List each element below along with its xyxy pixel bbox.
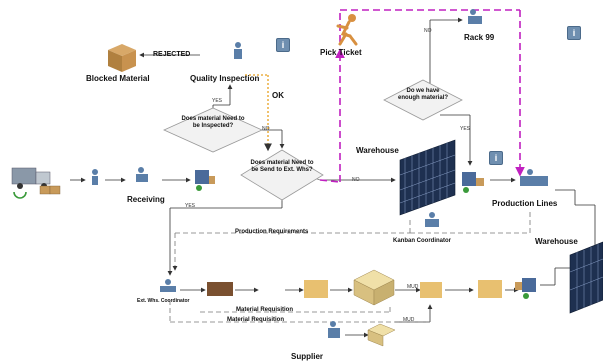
edge-mud-1: MUD [407, 284, 419, 290]
warehouse-rack-right [569, 241, 603, 314]
pick-ticket-path [319, 9, 525, 183]
edge-yes-3: YES [460, 126, 471, 132]
info-icon-production[interactable]: i [489, 151, 503, 165]
edge-no-3: NO [424, 28, 432, 34]
material-boxes [207, 280, 502, 298]
truck-icon [11, 167, 61, 199]
edge-mud-2: MUD [403, 317, 415, 323]
ok-path [245, 74, 272, 152]
runner-icon [336, 14, 358, 46]
material-requisition-1-label: Material Requisition [236, 307, 294, 313]
edge-yes-2: YES [185, 203, 196, 209]
info-icon-quality[interactable]: i [276, 38, 290, 52]
warehouse-rack-top [399, 139, 456, 216]
kanban-coordinator-label: Kanban Coordinator [393, 238, 451, 244]
decision-inspect: Does material Need to be Inspected? [181, 116, 245, 129]
edge-yes-1: YES [212, 98, 223, 104]
rejected-label: REJECTED [153, 51, 191, 58]
blocked-material-label: Blocked Material [86, 74, 150, 83]
quality-inspection-label: Quality Inspection [190, 74, 260, 83]
material-requisition-2-label: Material Requisition [227, 317, 285, 323]
edge-no-2: NO [352, 177, 360, 183]
ext-whs-coordinator-label: Ext. Whs. Coordinator [137, 298, 190, 304]
blocked-material-box [108, 44, 136, 72]
forklift-icons [195, 170, 536, 299]
receiving-label: Receiving [127, 195, 165, 204]
production-requirements-label: Production Requirements [235, 229, 309, 235]
worker-figures [92, 9, 548, 338]
warehouse-right-label: Warehouse [535, 237, 578, 246]
rack-99-label: Rack 99 [464, 33, 495, 42]
pallet-stacks [353, 269, 396, 347]
info-icon-rack[interactable]: i [567, 26, 581, 40]
supplier-label: Supplier [291, 352, 324, 361]
decision-send-ext: Does material Need to be Send to Ext. Wh… [250, 160, 314, 173]
edge-no-1: NO [262, 126, 270, 132]
ok-label: OK [272, 91, 284, 100]
pick-ticket-label: Pick Ticket [320, 48, 362, 57]
production-lines-label: Production Lines [492, 199, 558, 208]
warehouse-top-label: Warehouse [356, 146, 399, 155]
information-lines [169, 164, 531, 323]
decision-diamonds [163, 79, 463, 201]
decision-enough: Do we have enough material? [398, 88, 449, 101]
